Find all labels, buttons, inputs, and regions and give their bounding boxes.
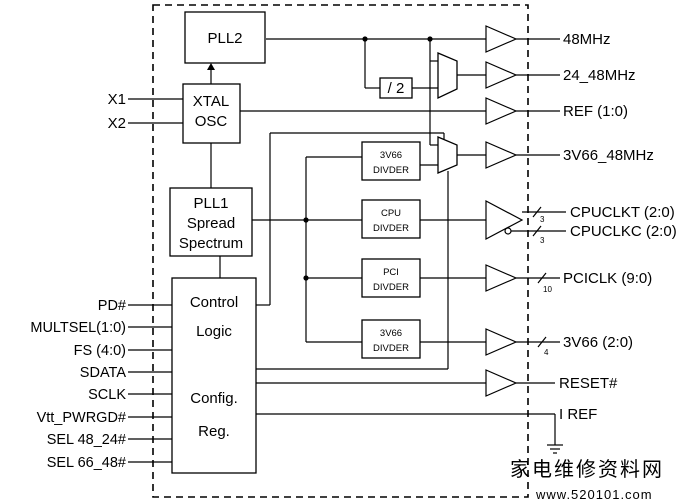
out-ref: REF (1:0) [563,103,628,120]
pin-multsel: MULTSEL(1:0) [30,320,126,336]
xtal-label: XTAL [193,93,229,110]
buffer-3v66 [485,328,518,356]
out-cpuclkt: CPUCLKT (2:0) [570,204,675,221]
bus-width-pciclk: 10 [543,285,552,294]
spectrum-label: Spectrum [179,235,243,252]
out-iref: I REF [559,406,597,423]
xtal-osc-block: XTAL OSC [182,83,241,144]
divider-pci: PCI DIVDER [361,258,421,298]
watermark: 家电维修资料网 www.520101.com [510,458,664,502]
svg-text:DIVDER: DIVDER [373,343,409,354]
buffer-ref [485,97,518,125]
svg-text:DIVDER: DIVDER [373,165,409,176]
pin-sdata: SDATA [80,365,127,381]
pll1-block: PLL1 Spread Spectrum [169,187,253,257]
pin-x1: X1 [108,91,126,108]
chip-boundary [152,4,529,498]
bus-width-3v66: 4 [544,348,549,357]
out-3v66-48mhz: 3V66_48MHz [563,147,654,164]
divider-cpu: CPU DIVDER [361,199,421,239]
config-label: Config. [190,390,238,407]
pin-fs: FS (4:0) [74,343,126,359]
input-pins: X1 X2 PD# MULTSEL(1:0) FS (4:0) SDATA SC… [30,91,183,471]
output-lines [511,38,566,384]
bus-widths: 3 3 10 4 [540,215,552,357]
out-reset: RESET# [559,375,618,392]
buffer-48mhz [485,25,518,53]
logic-label: Logic [196,323,232,340]
spread-label: Spread [187,215,235,232]
out-3v66: 3V66 (2:0) [563,334,633,351]
div2-label: / 2 [388,80,405,97]
watermark-cn: 家电维修资料网 [510,458,664,481]
out-48mhz: 48MHz [563,31,611,48]
bus-width-cpuclkt: 3 [540,215,545,224]
buffer-24-48mhz [485,61,518,89]
reg-label: Reg. [198,423,230,440]
mux-3v66-48 [437,136,458,174]
pll1-label: PLL1 [193,195,228,212]
bus-width-cpuclkc: 3 [540,236,545,245]
buffer-pciclk [485,264,518,292]
out-24-48mhz: 24_48MHz [563,67,636,84]
svg-text:DIVDER: DIVDER [373,223,409,234]
pll2-block: PLL2 [184,11,266,64]
pll2-label: PLL2 [207,30,242,47]
svg-text:CPU: CPU [381,208,401,219]
internal-wires [207,36,563,454]
control-label: Control [190,294,238,311]
osc-label: OSC [195,113,228,130]
out-pciclk: PCICLK (9:0) [563,270,652,287]
pin-sel-66-48: SEL 66_48# [47,455,126,471]
output-buffers [485,25,524,397]
svg-text:DIVDER: DIVDER [373,282,409,293]
output-labels: 48MHz 24_48MHz REF (1:0) 3V66_48MHz CPUC… [559,31,677,423]
divider-3v66-top: 3V66 DIVDER [361,141,421,181]
mux-24-48 [437,52,458,100]
pin-vtt-pwrgd: Vtt_PWRGD# [37,410,126,426]
pin-x2: X2 [108,115,126,132]
svg-text:3V66: 3V66 [380,150,402,161]
pin-pd: PD# [98,298,126,314]
svg-text:PCI: PCI [383,267,399,278]
buffer-reset [485,369,518,397]
watermark-url: www.520101.com [535,487,653,502]
buffer-cpuclk [485,200,524,240]
control-config-block: Control Logic Config. Reg. [171,277,257,474]
svg-text:3V66: 3V66 [380,328,402,339]
pin-sclk: SCLK [88,387,126,403]
out-cpuclkc: CPUCLKC (2:0) [570,223,677,240]
div2-block: / 2 [379,77,413,99]
pin-sel-48-24: SEL 48_24# [47,432,126,448]
buffer-3v66-48mhz [485,141,518,169]
divider-3v66-bottom: 3V66 DIVDER [361,319,421,359]
